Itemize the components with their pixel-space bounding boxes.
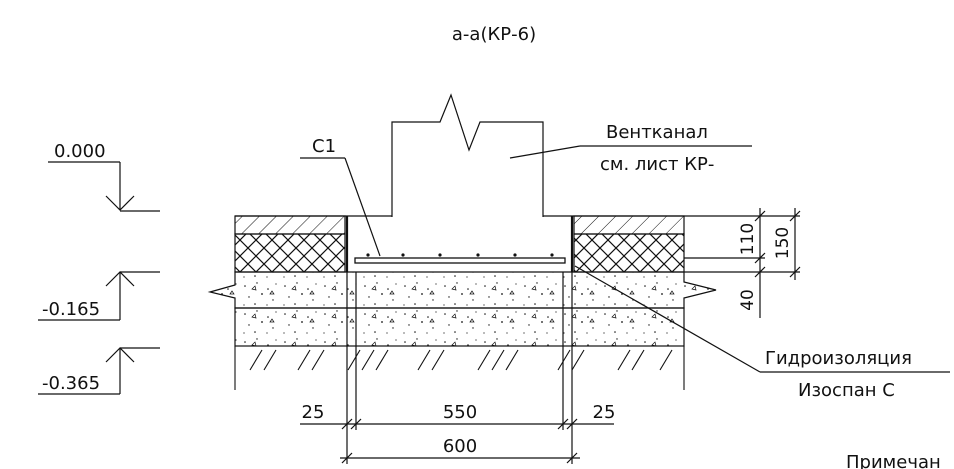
rebar-callout — [300, 157, 381, 257]
rebar-label: С1 — [312, 136, 336, 157]
left-layers — [234, 215, 346, 273]
dim-total-width: 600 — [443, 436, 477, 457]
vent-channel — [391, 93, 544, 217]
level-0165 — [38, 271, 160, 321]
level-top-label: 0.000 — [54, 141, 106, 162]
dim-inner-width: 550 — [443, 402, 477, 423]
dim-horizontal — [300, 418, 614, 464]
level-mid-label: -0.165 — [42, 299, 100, 320]
concrete-layers — [207, 271, 717, 347]
vent-callout — [509, 145, 752, 159]
right-layers — [573, 215, 685, 273]
note-label: Примечан — [846, 452, 941, 469]
dim-vertical — [684, 208, 801, 318]
level-bottom-label: -0.365 — [42, 373, 100, 394]
dim-left-gap: 25 — [302, 402, 325, 423]
waterproof-callout — [574, 265, 950, 373]
waterproof-label-line2: Изоспан С — [798, 380, 895, 401]
dim-bottom-40: 40 — [738, 289, 758, 311]
dim-extensions — [346, 272, 573, 464]
dim-slab-150: 150 — [773, 227, 793, 259]
ground-hatch — [234, 346, 685, 390]
drawing-title: а-а(КР-6) — [452, 24, 536, 45]
level-0365 — [38, 347, 160, 395]
rebar-mesh — [354, 253, 566, 264]
waterproof-label-line1: Гидроизоляция — [765, 348, 912, 369]
vent-label-line2: см. лист КР- — [600, 154, 714, 175]
dim-slab-110: 110 — [738, 223, 758, 255]
dim-right-gap: 25 — [593, 402, 616, 423]
vent-label-line1: Вентканал — [606, 122, 708, 143]
level-0000 — [48, 161, 160, 212]
